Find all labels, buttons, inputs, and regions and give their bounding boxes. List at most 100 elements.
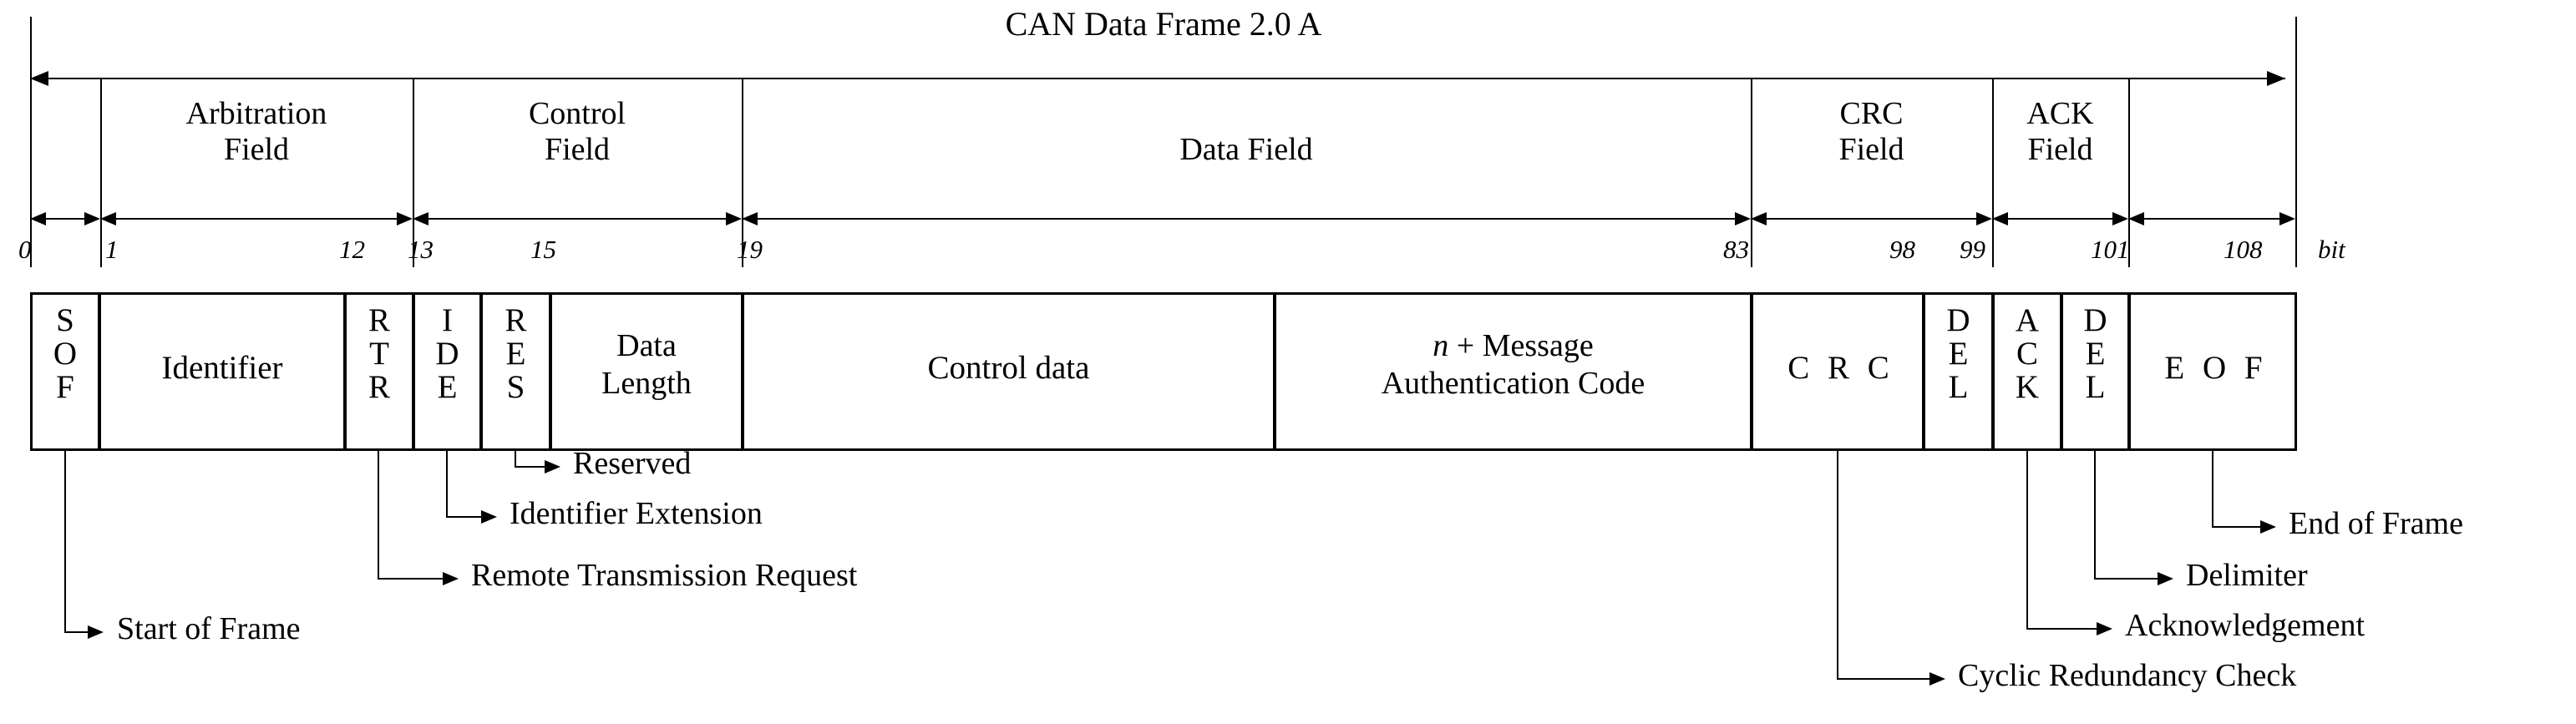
seg-arrow-ack-right [2112,212,2128,225]
eof-cell-box [2128,292,2297,451]
callout-rtr-label: Remote Transmission Request [471,558,858,593]
callout-eof-leader-horizontal [2212,526,2264,528]
top-span-arrow-right [2267,71,2285,86]
callout-eof-label: End of Frame [2289,506,2463,541]
rtr-letter-2: T [369,335,389,372]
field-divider-left-edge [30,17,32,267]
sof-letter-2: O [53,335,78,372]
callout-crc-label: Cyclic Redundancy Check [1958,658,2297,693]
field-label-control-line2: Field [544,131,611,167]
field-label-data-line1: Data Field [1179,132,1313,167]
field-label-crc-line2: Field [1838,131,1904,167]
seg-line-control [423,218,731,220]
callout-crc-leader-horizontal [1837,678,1933,680]
diagram-title: CAN Data Frame 2.0 A [1005,5,1322,43]
ide-letter-1: I [442,302,453,338]
sof-cell-label: S O F [30,304,100,403]
field-divider-arb-ctrl [413,78,414,267]
callout-delimiter-leader-horizontal [2094,578,2161,580]
field-divider-sof [100,78,102,267]
callout-rtr-arrow [443,572,459,585]
seg-arrow-data-right [1735,212,1751,225]
ack-del-letter-2: E [2085,335,2106,372]
field-divider-ack-eof [2128,78,2130,267]
callout-eof-arrow [2260,520,2276,534]
seg-arrow-arb-left [100,212,116,225]
seg-line-data [753,218,1740,220]
control-data-cell-label: Control data [927,350,1090,386]
identifier-cell-label: Identifier [161,350,283,386]
ack-del-cell-label: D E L [2061,304,2130,403]
bit-label-101: 101 [2091,235,2130,264]
seg-arrow-crc-right [1976,212,1992,225]
res-letter-2: E [505,335,526,372]
callout-res-label: Reserved [573,446,692,481]
mac-n-symbol: n [1433,328,1449,363]
callout-ack-leader-horizontal [2026,628,2100,630]
ack-del-letter-3: L [2085,368,2106,405]
field-label-control-line1: Control [528,96,626,131]
field-divider-ctrl-data [742,78,743,267]
seg-arrow-arb-right [397,212,413,225]
ide-letter-2: D [435,335,459,372]
callout-ack-label: Acknowledgement [2125,608,2366,643]
callout-ack-leader-vertical [2026,451,2028,629]
rtr-letter-3: R [368,368,390,405]
field-label-crc-line1: CRC [1839,96,1904,131]
callout-ide-label: Identifier Extension [510,496,763,531]
seg-arrow-ack-left [1992,212,2008,225]
callout-res-leader-horizontal [515,466,548,468]
seg-arrow-ctrl-right [726,212,742,225]
callout-res-arrow [545,460,560,473]
top-span-line [42,78,2285,79]
seg-arrow-sof-left [30,212,46,225]
bit-label-13: 13 [408,235,434,264]
callout-sof-leader-horizontal [64,631,91,633]
seg-arrow-eof-right [2279,212,2295,225]
field-label-control: Control Field [413,96,742,167]
crc-del-letter-2: E [1948,335,1969,372]
rtr-cell-label: R T R [344,304,414,403]
res-letter-1: R [505,302,527,338]
callout-crc-leader-vertical [1837,451,1838,679]
callout-rtr-leader-vertical [378,451,379,579]
callout-sof-label: Start of Frame [117,611,301,646]
crc-del-cell-label: D E L [1923,304,1994,403]
seg-line-arbitration [111,218,402,220]
callout-ide-leader-horizontal [446,516,484,518]
seg-line-sof [42,218,90,220]
callout-delimiter-leader-vertical [2094,451,2096,579]
crc-cell-label: C R C [1787,350,1894,386]
bit-label-12: 12 [339,235,365,264]
field-divider-crc-ack [1992,78,1994,267]
seg-line-crc [1762,218,1981,220]
data-length-line2: Length [601,365,692,401]
callout-crc-arrow [1929,672,1945,686]
seg-line-ack [2003,218,2117,220]
field-label-ack-line2: Field [2027,131,2093,167]
bit-label-83: 83 [1723,235,1749,264]
field-label-ack: ACK Field [1992,96,2128,167]
callout-rtr-leader-horizontal [378,578,446,580]
callout-ide-arrow [481,510,497,524]
seg-line-eof [2139,218,2284,220]
seg-arrow-data-left [742,212,758,225]
bit-label-108: 108 [2224,235,2263,264]
field-divider-right-edge [2295,17,2297,267]
seg-arrow-sof-right [84,212,100,225]
bit-label-98: 98 [1889,235,1915,264]
res-cell-label: R E S [480,304,551,403]
callout-ide-leader-vertical [446,451,448,517]
ack-letter-3: K [2015,368,2040,405]
bit-label-19: 19 [737,235,763,264]
top-span-arrow-left [30,71,48,86]
ack-cell-label: A C K [1992,304,2062,403]
field-label-crc: CRC Field [1751,96,1992,167]
field-label-arbitration-line2: Field [223,131,290,167]
field-label-ack-line1: ACK [2026,96,2094,131]
mac-line2: Authentication Code [1381,365,1645,401]
bit-label-0: 0 [18,235,32,264]
bit-unit-label: bit [2318,235,2345,264]
data-length-line1: Data [616,328,677,363]
